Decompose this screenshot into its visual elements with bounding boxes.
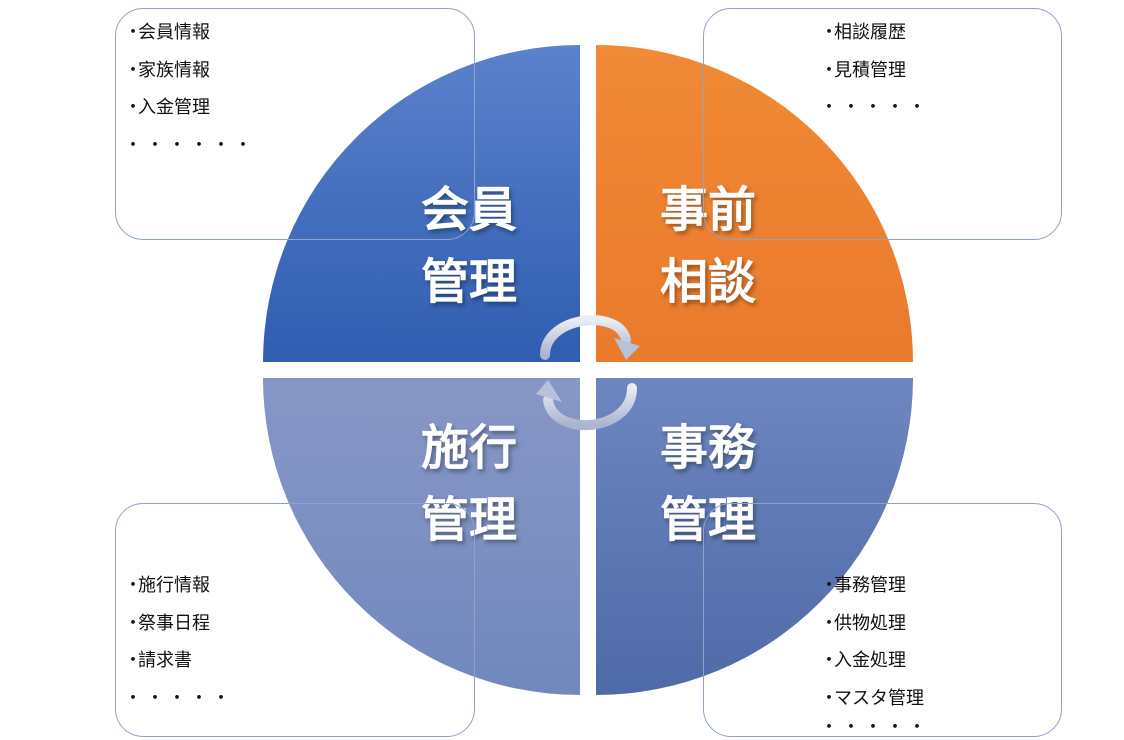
list-bottom-left: ・施行情報 ・祭事日程 ・請求書 ・・・・・ <box>124 567 234 717</box>
label-bottom-left: 施行 管理 <box>420 420 517 548</box>
list-item: ・請求書 <box>124 650 192 671</box>
list-ellipsis: ・・・・・ <box>820 717 930 738</box>
list-item: ・供物処理 <box>820 612 906 634</box>
info-box-top-right <box>703 8 1062 240</box>
cycle-arrow-top-icon <box>540 315 640 360</box>
list-item: ・相談履歴 <box>820 22 906 43</box>
list-item: ・見積管理 <box>820 59 906 81</box>
quadrant-bottom-right <box>596 378 913 695</box>
quadrant-top-left <box>263 45 580 362</box>
quadrant-top-right <box>596 45 913 362</box>
list-bottom-right: ・事務管理 ・供物処理 ・入金処理 ・マスタ管理 ・・・・・ <box>820 567 930 739</box>
info-box-top-left <box>115 8 475 240</box>
list-item: ・入金管理 <box>124 97 210 118</box>
label-bottom-right: 事務 管理 <box>659 420 756 548</box>
list-top-left: ・会員情報 ・家族情報 ・入金管理 ・・・・・・ <box>124 14 256 164</box>
list-item: ・家族情報 <box>124 59 210 81</box>
list-item: ・施行情報 <box>124 575 210 596</box>
cycle-arrow-bottom-icon <box>536 380 637 431</box>
list-top-right: ・相談履歴 ・見積管理 ・・・・・ <box>820 14 930 127</box>
list-ellipsis: ・・・・・ <box>820 97 930 118</box>
info-box-bottom-right <box>703 503 1062 737</box>
quadrant-bottom-left <box>263 378 580 695</box>
list-item: ・入金処理 <box>820 650 906 671</box>
label-top-left: 会員 管理 <box>420 182 517 310</box>
list-item: ・マスタ管理 <box>820 687 924 709</box>
info-box-bottom-left <box>115 503 475 737</box>
list-ellipsis: ・・・・・・ <box>124 134 256 156</box>
list-item: ・会員情報 <box>124 22 210 43</box>
list-item: ・祭事日程 <box>124 612 210 634</box>
list-item: ・事務管理 <box>820 575 906 596</box>
list-ellipsis: ・・・・・ <box>124 687 234 709</box>
